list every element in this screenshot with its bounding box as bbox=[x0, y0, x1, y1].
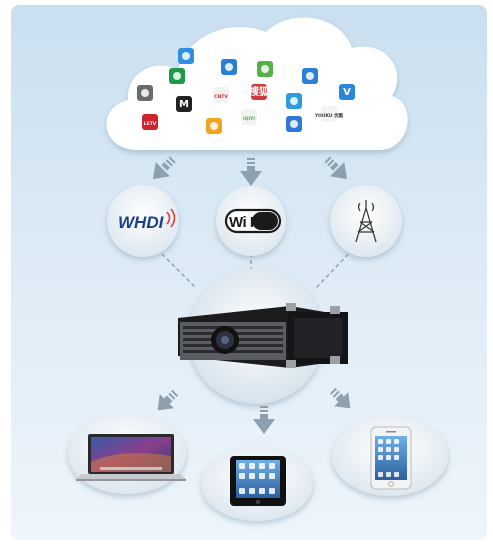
laptop-icon bbox=[76, 434, 186, 481]
device-laptop bbox=[68, 414, 186, 494]
app-icon-text: 搜狐 bbox=[249, 85, 269, 98]
cloud-arrows bbox=[152, 156, 348, 186]
camera-app-icon bbox=[286, 116, 302, 132]
cloud-app-icon bbox=[302, 68, 318, 84]
device-arrows bbox=[157, 387, 351, 434]
app-icon-text: V bbox=[343, 87, 351, 98]
connection-wifi: Wi Fi bbox=[216, 186, 286, 256]
connection-cell-tower bbox=[330, 185, 402, 257]
app-icon-text: CNTV bbox=[214, 94, 228, 100]
tv-app-icon: 搜狐 bbox=[249, 84, 269, 100]
projector-icon bbox=[178, 303, 348, 368]
app-icon-text: iQIYI bbox=[243, 116, 255, 122]
wifi-label: Wi Fi bbox=[229, 214, 263, 231]
youku-app-icon: YOUKU 优酷 bbox=[314, 106, 344, 122]
arrow-down-icon bbox=[240, 158, 262, 186]
v-app-icon: V bbox=[339, 84, 355, 100]
arrow-down-icon bbox=[253, 406, 275, 434]
tv-app-icon: CNTV bbox=[213, 87, 229, 103]
cube-app-icon bbox=[257, 61, 273, 77]
app-icon-text: YOUKU 优酷 bbox=[314, 112, 344, 119]
app-icon-text: M bbox=[179, 99, 189, 110]
device-smartphone bbox=[332, 416, 448, 496]
gem-app-icon bbox=[286, 93, 302, 109]
connection-whdi: WHDI bbox=[107, 185, 179, 257]
camera-app-icon bbox=[221, 59, 237, 75]
letv-app-icon: LETV bbox=[142, 114, 158, 130]
arrow-down-right-icon bbox=[329, 387, 351, 409]
cell-tower-icon bbox=[355, 200, 377, 243]
cloud bbox=[106, 17, 408, 151]
smartphone-icon bbox=[370, 426, 412, 490]
arrow-down-right-icon bbox=[324, 156, 348, 180]
face-app-icon bbox=[206, 118, 222, 134]
m-app-icon: M bbox=[176, 96, 192, 112]
wifi-icon: Wi Fi bbox=[224, 208, 282, 234]
whdi-label: WHDI bbox=[118, 213, 165, 232]
arrow-down-left-icon bbox=[157, 389, 179, 411]
play-app-icon bbox=[169, 68, 185, 84]
cloud-app-icons: M CNTV 搜狐 V LETV iQIYI YOUKU 优酷 bbox=[137, 48, 355, 134]
qiyi-app-icon: iQIYI bbox=[241, 109, 257, 125]
hub bbox=[178, 268, 348, 404]
arrow-down-left-icon bbox=[152, 156, 176, 180]
tablet-icon bbox=[230, 456, 286, 506]
video-app-icon bbox=[178, 48, 194, 64]
loop-app-icon bbox=[137, 85, 153, 101]
app-icon-text: LETV bbox=[144, 121, 157, 127]
device-tablet bbox=[201, 447, 313, 521]
whdi-icon: WHDI bbox=[118, 208, 176, 232]
